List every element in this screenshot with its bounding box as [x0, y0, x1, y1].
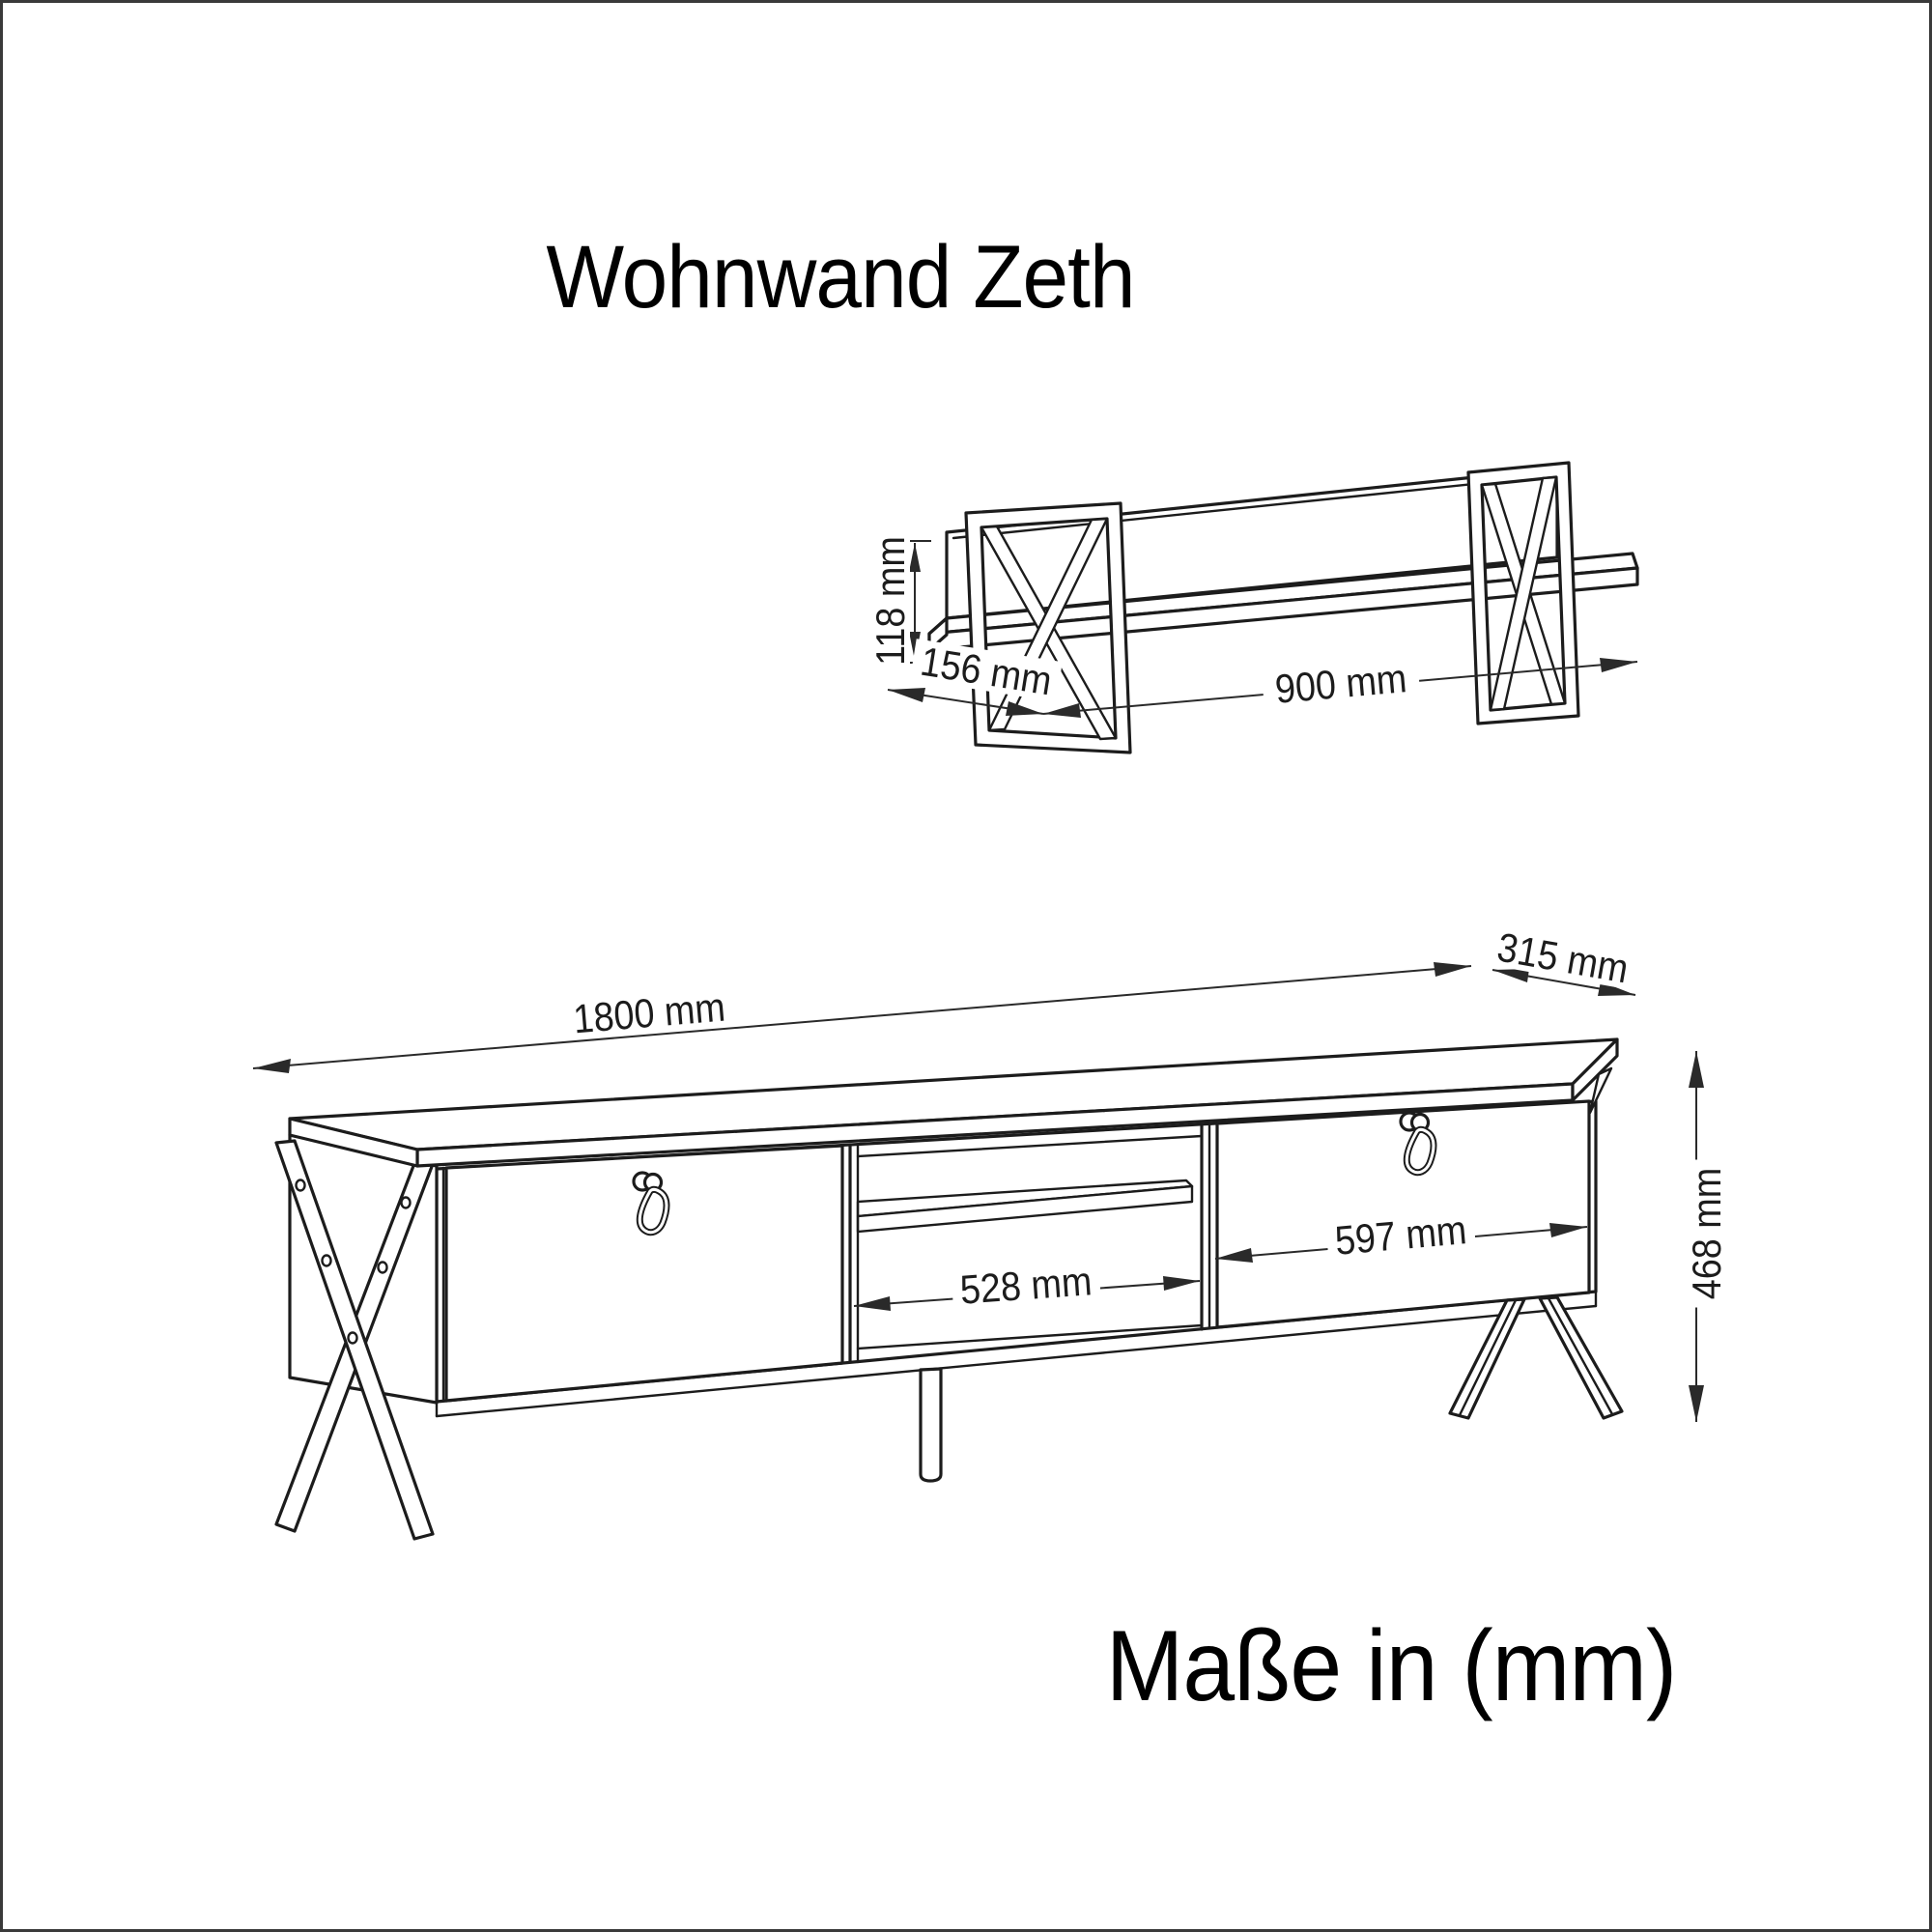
dim-shelf-height-label: 118 mm: [868, 536, 913, 666]
tv-stand-dimensions: 1800 mm 315 mm 528 mm 5: [252, 924, 1729, 1422]
arrowhead-icon: [1600, 658, 1637, 672]
stand-bottom-band: [435, 1304, 1598, 1418]
shelf-back-panel-edge: [952, 473, 1559, 540]
bracket-x-bar: [1489, 475, 1558, 712]
x-leg-bar: [274, 1139, 435, 1541]
arrowhead-icon: [1043, 703, 1081, 718]
unit-note: Maße in (mm): [1106, 1610, 1677, 1722]
arrowhead-icon: [1163, 1276, 1200, 1291]
arrowhead-icon: [1549, 1223, 1587, 1237]
screw-hole-icon: [295, 1179, 306, 1192]
screw-hole-icon: [347, 1331, 358, 1345]
compartment-top-edge: [856, 1134, 1204, 1158]
shelf-back-panel: [945, 467, 1559, 620]
stand-left-door: [444, 1144, 844, 1403]
compartment-floor-edge: [856, 1323, 1204, 1350]
page-title: Wohnwand Zeth: [546, 227, 1134, 327]
arrowhead-icon: [1492, 969, 1529, 982]
splayed-leg-edge: [1547, 1296, 1614, 1416]
dim-compartment-label: 528 mm: [958, 1260, 1093, 1314]
stand-top-left-edge: [288, 1117, 419, 1168]
wall-shelf-dimensions: 118 mm 156 mm 900 mm: [868, 530, 1638, 718]
splayed-leg-edge: [1458, 1298, 1518, 1417]
dim-stand-width-line: [252, 965, 1472, 1069]
screw-hole-icon: [321, 1254, 332, 1267]
stand-corner-bracket: [1588, 1066, 1613, 1115]
screw-hole-icon: [377, 1261, 388, 1274]
arrowhead-icon: [888, 688, 925, 702]
arrowhead-icon: [253, 1059, 291, 1073]
tv-stand-drawing: 1800 mm 315 mm 528 mm 5: [252, 924, 1729, 1541]
arrowhead-icon: [1434, 962, 1471, 977]
wall-shelf-drawing: 118 mm 156 mm 900 mm: [868, 461, 1639, 754]
screw-hole-icon: [400, 1196, 412, 1209]
stand-top-right-edge: [1571, 1037, 1619, 1102]
stand-right-legs: [1448, 1295, 1624, 1420]
stand-x-leg: [274, 1139, 440, 1541]
dim-stand-height-label: 468 mm: [1685, 1168, 1729, 1299]
stand-middle-leg: [919, 1367, 943, 1483]
arrowhead-icon: [1689, 1051, 1704, 1088]
arrowhead-icon: [1689, 1385, 1704, 1422]
arrowhead-icon: [909, 543, 921, 572]
arrowhead-icon: [1006, 701, 1043, 716]
arrowhead-icon: [1215, 1248, 1253, 1263]
shelf-bracket-right: [1466, 461, 1580, 725]
arrowhead-icon: [854, 1296, 891, 1311]
